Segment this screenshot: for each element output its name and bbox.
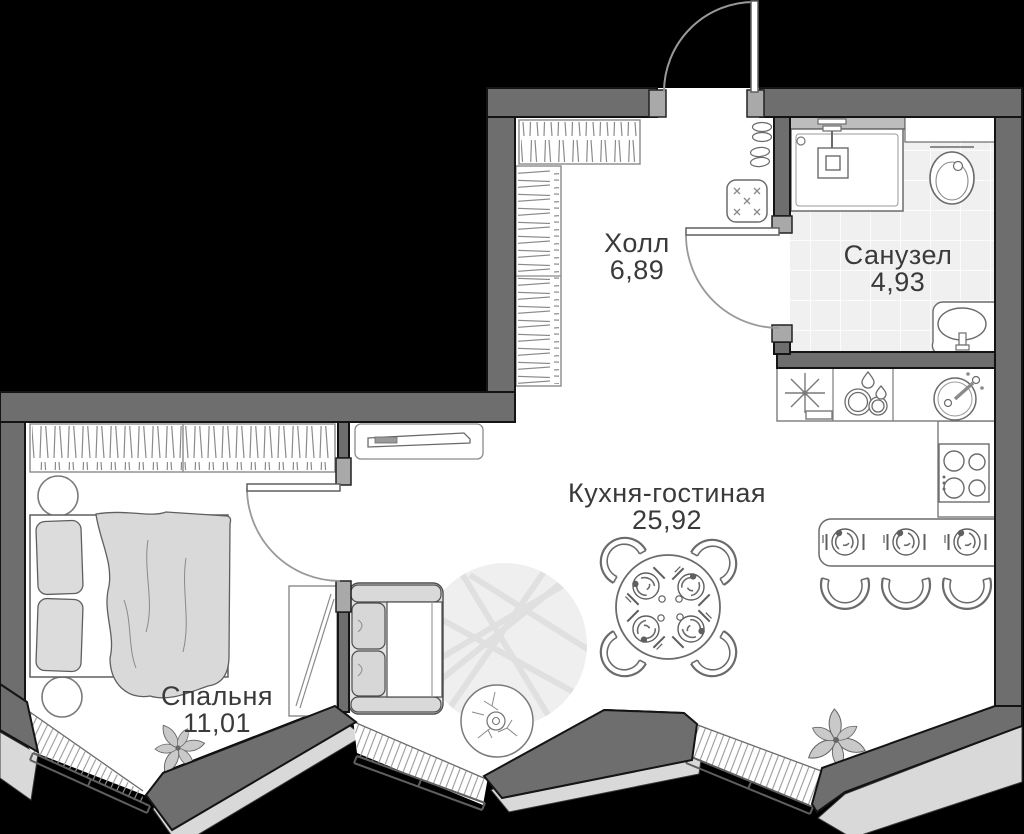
wall-hall-bath-upper — [773, 116, 791, 217]
area-hall: 6,89 — [610, 255, 665, 285]
wall-right — [994, 116, 1023, 715]
pillow — [35, 597, 84, 673]
dining-set — [589, 526, 748, 688]
cooker-hood — [785, 373, 833, 420]
washbasin — [931, 301, 996, 353]
bed — [29, 511, 232, 699]
shower — [789, 116, 906, 212]
bedroom-door — [246, 483, 341, 582]
wall-bedroom-stub-top — [337, 421, 350, 459]
window-bedroom — [26, 709, 151, 814]
room-labels: Холл 6,89 Санузел 4,93 Кухня-гостиная 25… — [161, 228, 952, 738]
wall-hall-bath-lower — [773, 341, 791, 355]
area-bathroom: 4,93 — [871, 267, 926, 297]
bedroom-door-post-top — [335, 457, 352, 486]
nightstand-bottom — [41, 676, 83, 718]
walls — [0, 87, 1023, 832]
area-bedroom: 11,01 — [183, 708, 251, 738]
entrance-door — [663, 0, 759, 93]
nightstand-top — [37, 475, 79, 517]
bath-door-post-bottom — [771, 324, 793, 343]
wall-top-right — [759, 87, 1023, 118]
side-table — [460, 684, 534, 758]
entrance-post-right — [746, 89, 765, 118]
kitchen-sink — [933, 372, 984, 421]
dishwasher — [844, 370, 888, 416]
hob — [938, 443, 990, 503]
wall-wedge-2 — [482, 708, 699, 800]
bathroom-door — [685, 227, 780, 329]
pouf — [726, 179, 768, 223]
wall-left — [0, 421, 26, 707]
wall-wedge-1 — [144, 704, 358, 832]
hall-wardrobe-top — [518, 119, 641, 165]
label-hall: Холл — [604, 228, 670, 258]
label-bedroom: Спальня — [161, 681, 273, 711]
wall-horizontal — [0, 391, 516, 423]
bar-counter — [818, 518, 996, 567]
wall-bedroom-lower — [337, 611, 350, 713]
bedroom-door-post-bottom — [335, 580, 352, 613]
hall-wardrobe-left — [515, 165, 562, 387]
apartment-floor — [0, 88, 1022, 808]
blanket — [95, 511, 232, 699]
label-kitchen-living: Кухня-гостиная — [568, 478, 766, 508]
label-bathroom: Санузел — [844, 240, 953, 270]
area-kitchen-living: 25,92 — [632, 505, 702, 535]
toilet — [904, 116, 996, 205]
mirror-wardrobe — [288, 585, 338, 717]
entrance-post-left — [648, 89, 667, 118]
shoes — [749, 121, 773, 168]
tv-console — [354, 423, 484, 460]
bedroom-wardrobe — [29, 423, 336, 473]
dining-table — [615, 554, 721, 660]
wall-bath-kitchen — [776, 351, 996, 369]
sofa — [348, 582, 444, 715]
pillow — [35, 519, 84, 596]
wall-top-left — [486, 87, 658, 118]
wall-corner-left — [0, 682, 40, 755]
wall-hall-left — [486, 116, 516, 393]
wall-bottom-right — [810, 705, 1023, 814]
rug — [423, 563, 587, 727]
window-living — [353, 721, 487, 811]
